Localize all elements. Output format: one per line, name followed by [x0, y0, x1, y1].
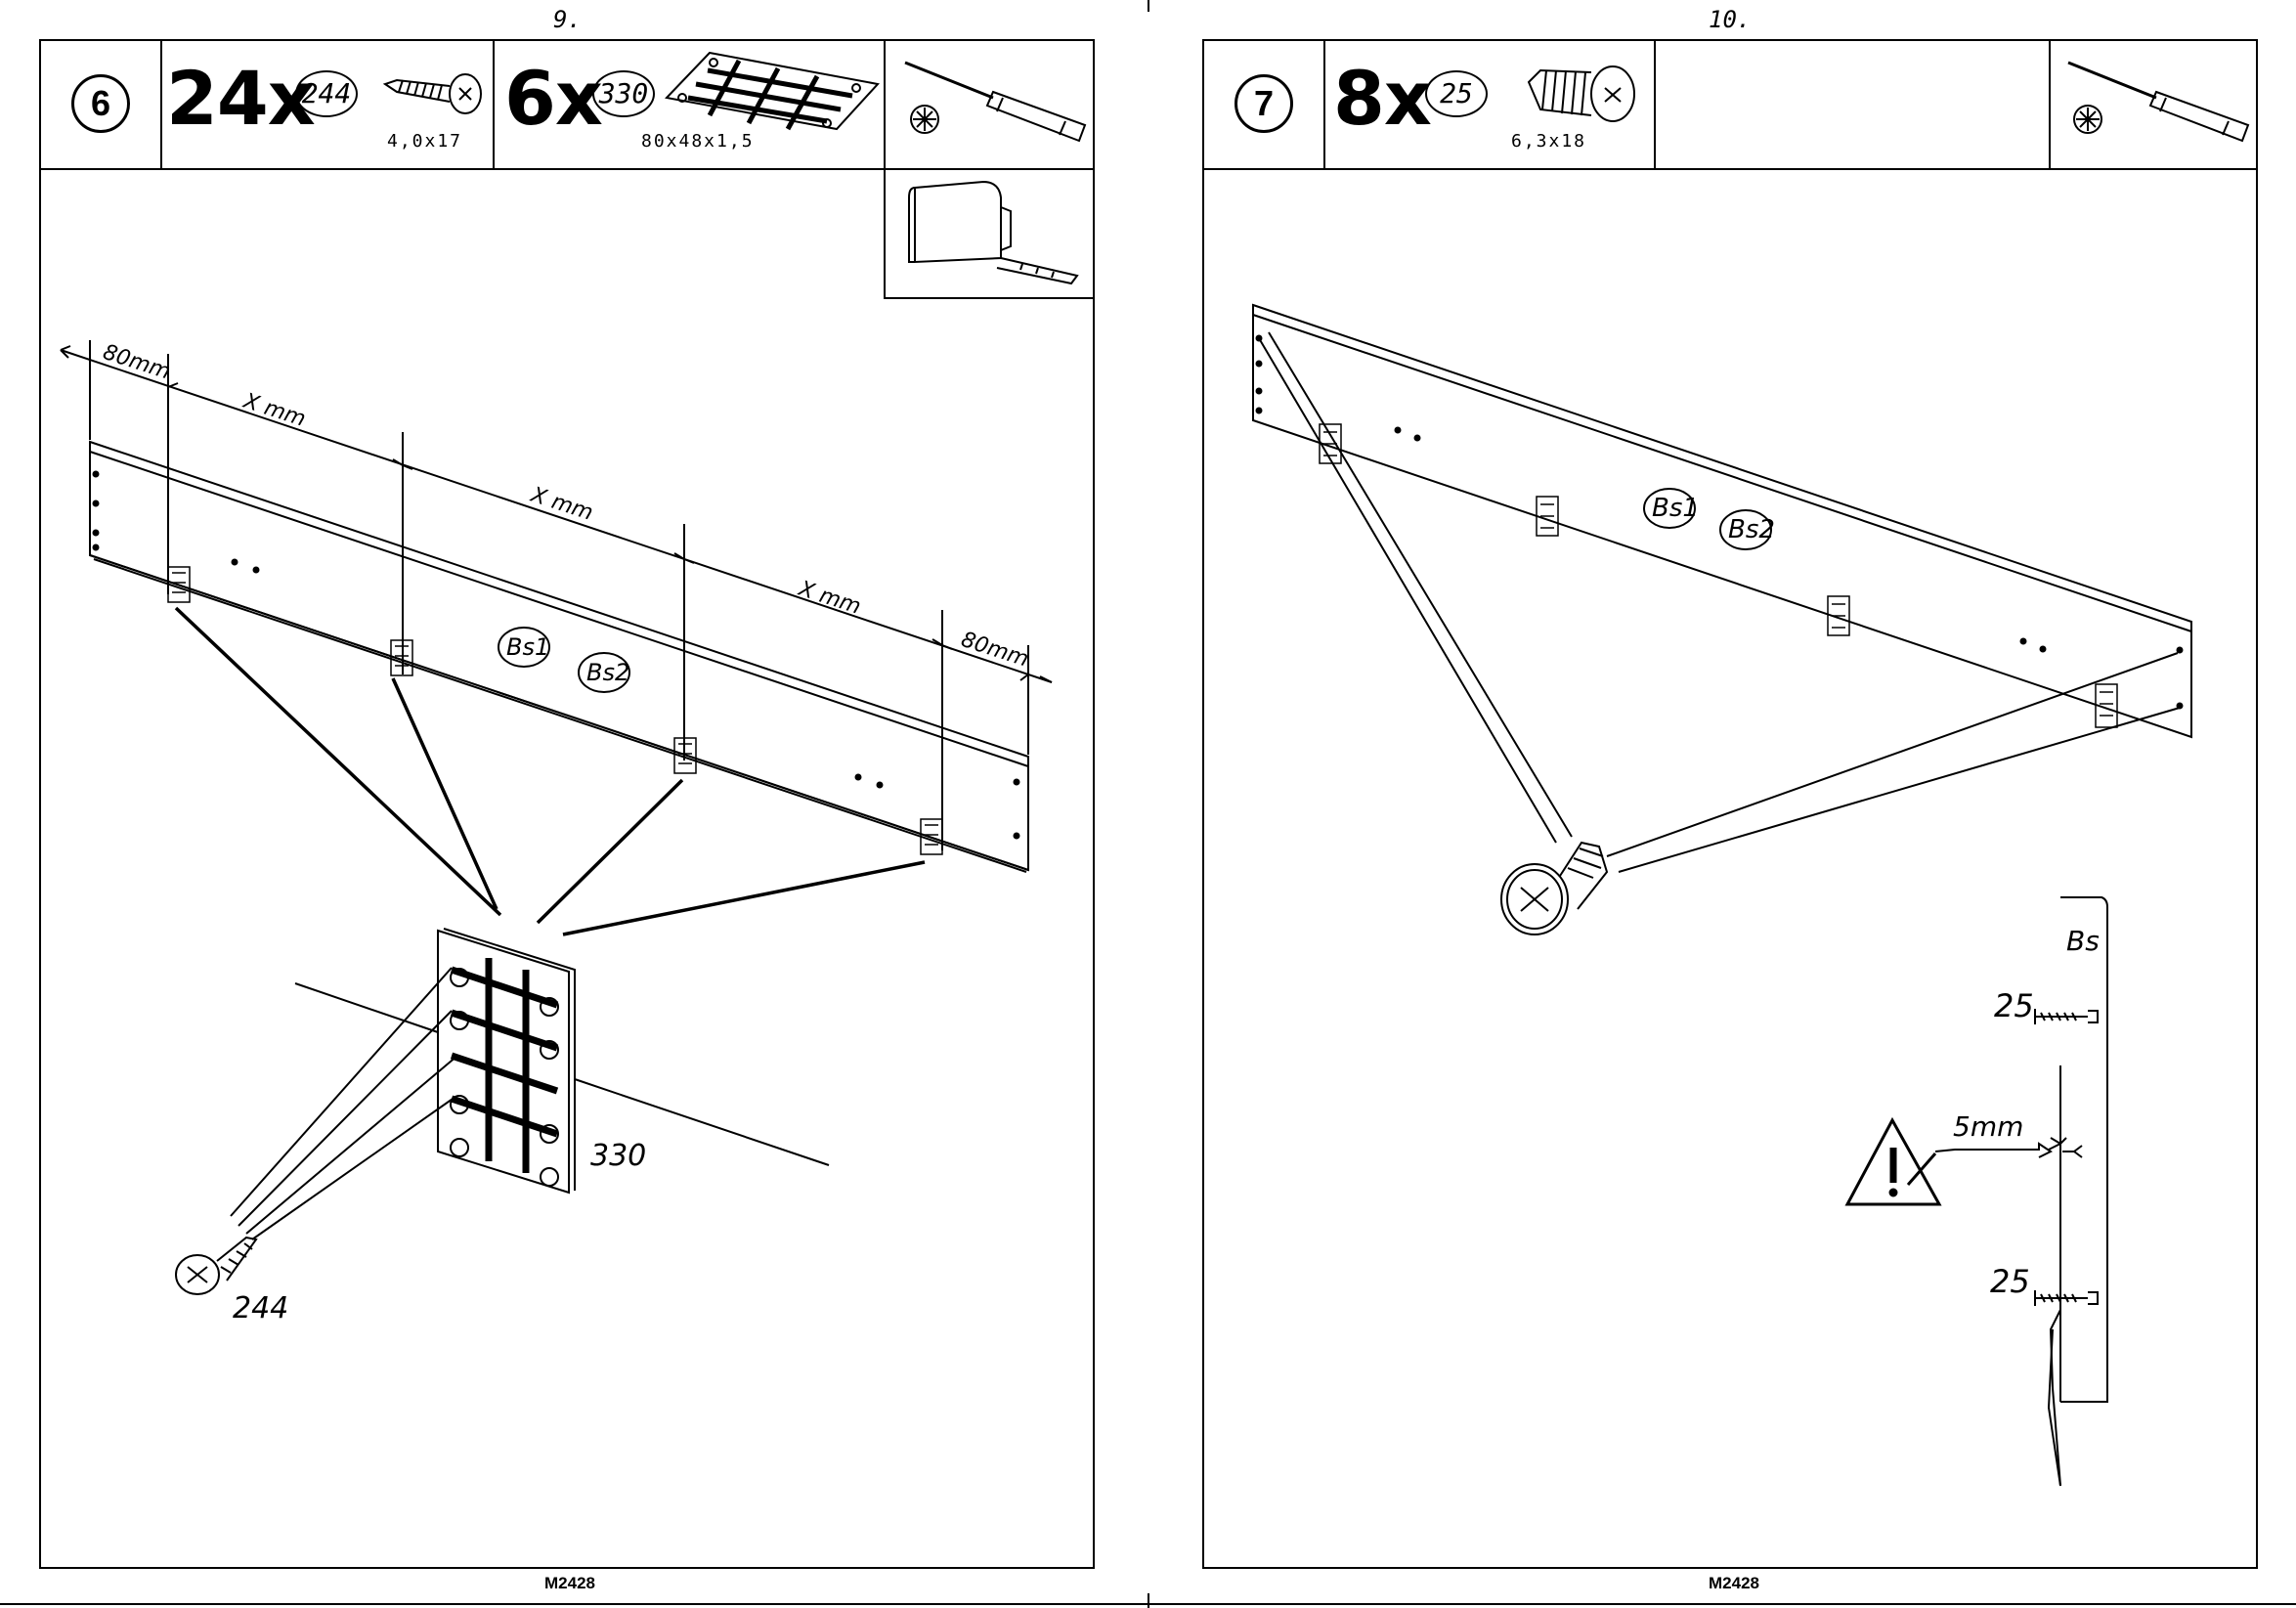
board-label-bs2: Bs2	[1728, 515, 1775, 544]
page-divider-top	[1148, 0, 1149, 12]
bottom-rule	[0, 1603, 2296, 1605]
board-label-bs1: Bs1	[1652, 494, 1699, 523]
page-divider-bottom	[1148, 1593, 1149, 1608]
detail-screw-top: 25	[1994, 987, 2034, 1024]
detail-screw-bottom: 25	[1990, 1263, 2030, 1300]
side-detail	[1935, 897, 2107, 1486]
screw-25-detail	[1501, 843, 1607, 934]
warning-icon	[1847, 1120, 1939, 1204]
detail-board-label: Bs	[2066, 925, 2100, 957]
detail-distance: 5mm	[1953, 1110, 2023, 1143]
footer-code-right: M2428	[1709, 1574, 1759, 1593]
